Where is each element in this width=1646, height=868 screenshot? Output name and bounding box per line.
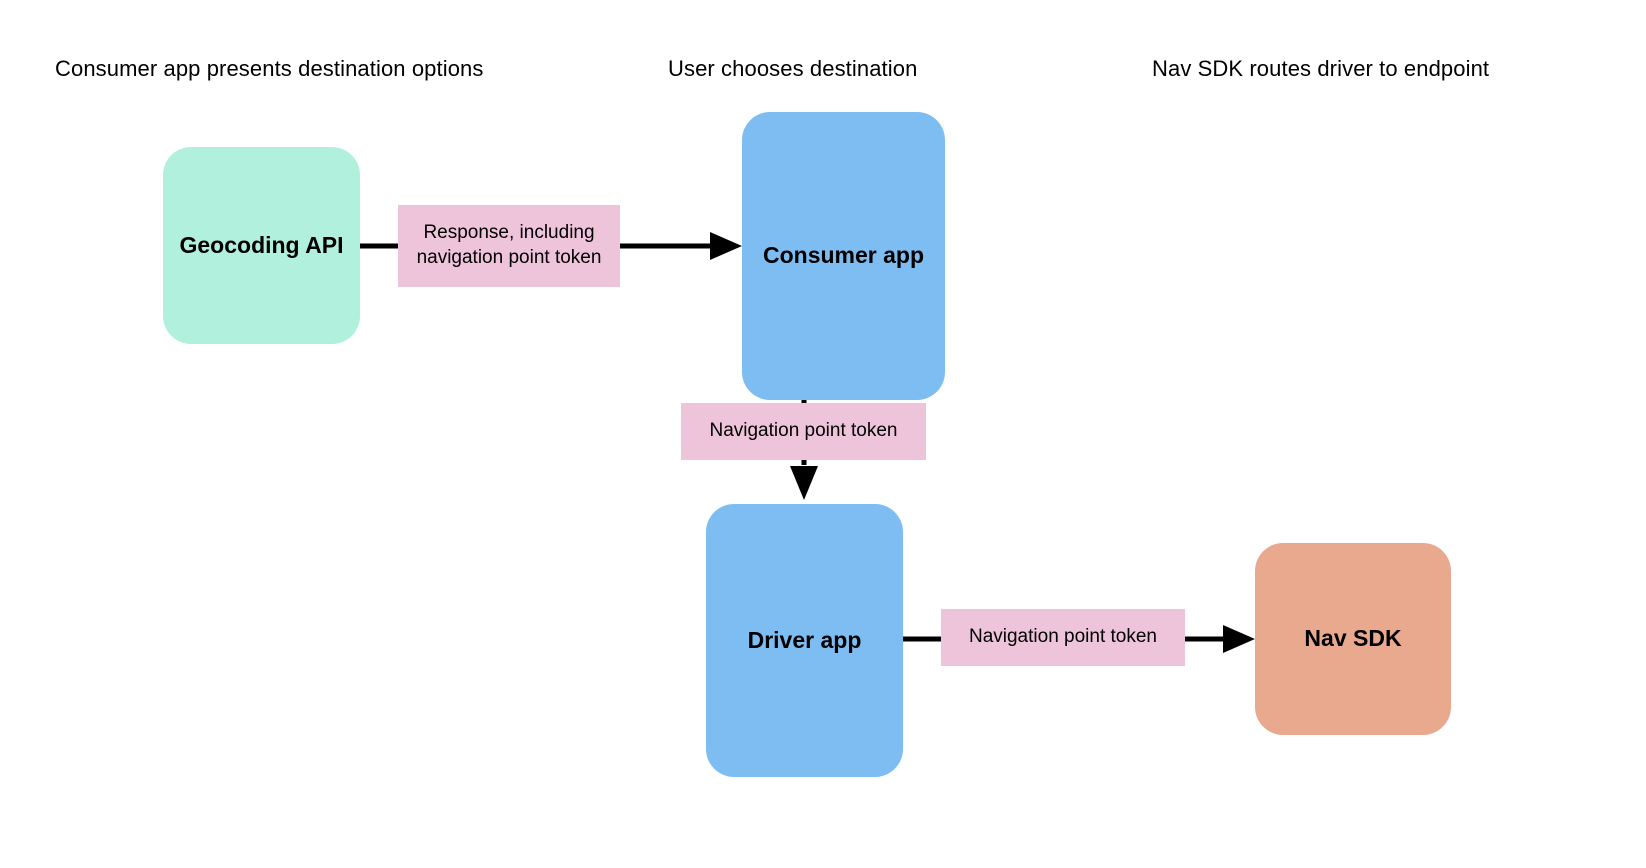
node-geocoding-api[interactable]: Geocoding API <box>163 147 360 344</box>
edge-label-consumer-to-driver: Navigation point token <box>681 403 926 460</box>
node-consumer-app[interactable]: Consumer app <box>742 112 945 400</box>
arrowhead-right-icon <box>710 232 742 260</box>
edge-label-driver-to-navsdk: Navigation point token <box>941 609 1185 666</box>
column-header-user-choice: User chooses destination <box>668 56 918 81</box>
edge-label-geocoding-to-consumer: Response, including navigation point tok… <box>398 205 620 287</box>
column-header-nav-sdk: Nav SDK routes driver to endpoint <box>1152 56 1490 81</box>
node-driver-app[interactable]: Driver app <box>706 504 903 777</box>
node-nav-sdk[interactable]: Nav SDK <box>1255 543 1451 735</box>
arrowhead-down-icon <box>790 466 818 500</box>
column-header-consumer-app: Consumer app presents destination option… <box>55 56 484 81</box>
arrowhead-right-icon <box>1223 625 1255 653</box>
